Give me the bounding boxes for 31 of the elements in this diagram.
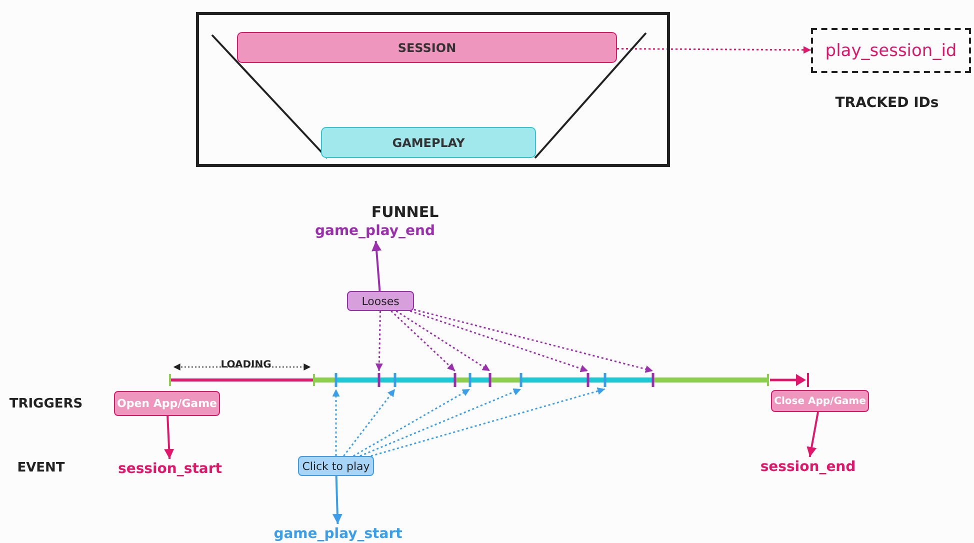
arrow [370, 387, 606, 457]
process-box: GAMEPLAY [321, 127, 536, 158]
row-label: EVENT [17, 460, 65, 476]
arrow [332, 389, 340, 456]
arrow [375, 310, 383, 372]
diagram-title: FUNNEL [371, 203, 439, 221]
arrow [343, 388, 396, 456]
arrow [414, 308, 654, 373]
arrow [332, 476, 342, 524]
event-name: game_play_end [310, 221, 440, 241]
process-box: SESSION [237, 32, 617, 63]
row-label: TRIGGERS [9, 396, 83, 412]
section-label: TRACKED IDs [835, 95, 939, 111]
arrow [617, 46, 811, 54]
arrow [353, 388, 470, 457]
id-box: play_session_id [811, 28, 971, 73]
arrow [806, 412, 819, 458]
trigger-box: Click to play [298, 456, 374, 476]
event-name: session_start [113, 459, 227, 479]
arrow [410, 310, 588, 372]
arrow [372, 240, 382, 292]
trigger-box: Open App/Game [114, 391, 220, 416]
trigger-box: Close App/Game [771, 390, 869, 412]
funnel-frame [196, 12, 670, 167]
arrow [164, 416, 174, 460]
trigger-box: Looses [347, 291, 414, 311]
event-name: game_play_start [270, 524, 406, 543]
arrow [390, 310, 456, 372]
arrow [360, 388, 522, 457]
arrow [396, 310, 490, 372]
event-name: session_end [756, 457, 860, 477]
